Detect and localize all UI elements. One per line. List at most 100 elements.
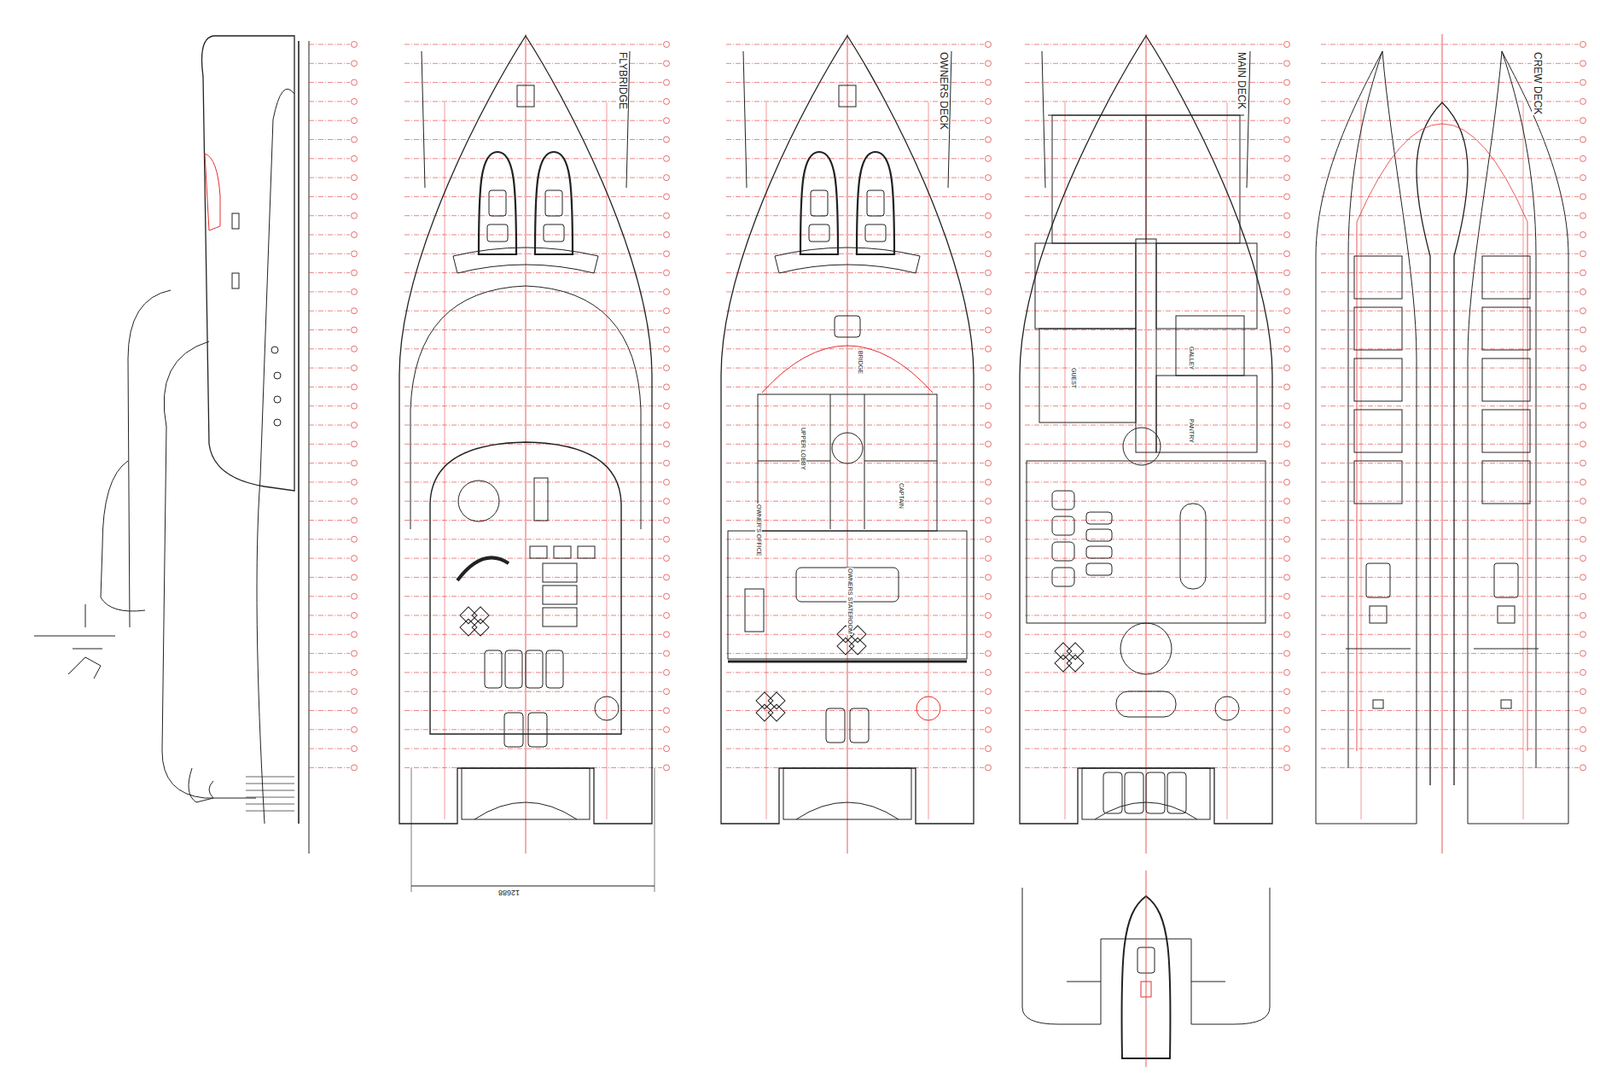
- round-table: [1120, 622, 1172, 675]
- frame-grid: [404, 41, 670, 771]
- lounge-chair: [756, 704, 774, 722]
- antenna-arm: [34, 635, 116, 637]
- sofa: [1086, 546, 1112, 559]
- frame-marker: [663, 365, 670, 372]
- frame-line: [1024, 728, 1283, 730]
- sun-lounger: [525, 650, 543, 688]
- tender-cradle: [774, 247, 920, 274]
- frame-marker: [985, 117, 992, 124]
- frame-marker: [1580, 365, 1587, 372]
- lounge-chair: [1066, 654, 1084, 672]
- bulkhead: [727, 660, 967, 664]
- frame-marker: [663, 688, 670, 695]
- frame-marker: [351, 232, 358, 239]
- frame-line: [1024, 253, 1283, 255]
- frame-line: [404, 519, 663, 521]
- tender-boat: [478, 151, 517, 255]
- frame-marker: [985, 232, 992, 239]
- frame-marker: [1284, 365, 1291, 372]
- crew-cabin: [1354, 409, 1403, 453]
- spiral-stair: [1122, 427, 1161, 466]
- frame-line: [1320, 272, 1579, 274]
- stool: [529, 546, 547, 559]
- frame-marker: [351, 41, 358, 48]
- bow-fin: [1041, 51, 1046, 188]
- lounge-chair: [756, 692, 774, 710]
- room-label: GUEST: [1070, 366, 1077, 390]
- centre-line: [525, 34, 527, 854]
- wall: [1146, 115, 1147, 244]
- frame-line: [726, 253, 984, 255]
- frame-marker: [351, 326, 358, 333]
- frame-line: [1024, 558, 1283, 559]
- frame-marker: [1284, 631, 1291, 638]
- armchair: [1052, 541, 1075, 561]
- frame-marker: [1580, 288, 1587, 295]
- frame-marker: [1580, 669, 1587, 675]
- superstructure: [162, 341, 256, 798]
- deck-title: CREW DECK: [1531, 51, 1543, 116]
- frame-marker: [1284, 688, 1291, 695]
- room-label: OWNER'S OFFICE: [755, 503, 763, 557]
- mast-base: [517, 85, 535, 107]
- bow-fin: [743, 51, 747, 188]
- frame-line: [308, 424, 350, 426]
- frame-marker: [1580, 745, 1587, 752]
- crew-cabin: [1482, 256, 1531, 299]
- sun-lounger: [505, 650, 523, 688]
- frame-line: [404, 405, 663, 407]
- stern-steps: [245, 810, 295, 812]
- frame-grid: [726, 41, 992, 771]
- frame-marker: [985, 669, 992, 675]
- profile-view: [34, 35, 309, 854]
- frame-marker: [985, 707, 992, 714]
- frame-line: [308, 348, 350, 350]
- lounge-chair: [459, 618, 478, 636]
- frame-marker: [351, 707, 358, 714]
- frame-line: [1024, 120, 1283, 122]
- window: [232, 273, 239, 289]
- frame-marker: [1580, 41, 1587, 48]
- frame-line: [726, 558, 984, 559]
- frame-marker: [663, 517, 670, 524]
- frame-line: [1024, 44, 1283, 46]
- frame-marker: [663, 498, 670, 505]
- stool: [553, 546, 571, 559]
- frame-marker: [1284, 308, 1291, 315]
- frame-line: [1320, 196, 1579, 198]
- frame-marker: [1580, 612, 1587, 619]
- frame-marker: [351, 574, 358, 581]
- main-engine: [1366, 563, 1391, 598]
- frame-line: [1320, 558, 1579, 559]
- frame-line: [1320, 634, 1579, 635]
- frame-line: [1024, 652, 1283, 654]
- lounge-chair: [471, 606, 489, 624]
- stern-platform: [1082, 768, 1211, 820]
- frame-marker: [985, 631, 992, 638]
- frame-marker: [1580, 250, 1587, 257]
- frame-marker: [1284, 98, 1291, 105]
- frame-line: [726, 615, 984, 617]
- hardtop-outline: [410, 285, 641, 530]
- wall: [757, 460, 831, 462]
- window: [232, 213, 239, 229]
- frame-marker: [985, 308, 992, 315]
- stern-steps: [245, 776, 295, 778]
- davit-arm: [1191, 981, 1226, 983]
- dimension-text: 12688: [497, 887, 521, 896]
- frame-line: [404, 290, 663, 292]
- deck-plan: [1315, 34, 1569, 854]
- frame-marker: [351, 688, 358, 695]
- frame-marker: [351, 365, 358, 372]
- sun-lounger: [484, 650, 502, 688]
- frame-marker: [663, 98, 670, 105]
- frame-line: [404, 595, 663, 597]
- frame-line: [726, 652, 984, 654]
- stern-platform: [461, 768, 590, 820]
- frame-marker: [1284, 193, 1291, 200]
- room-label: GALLEY: [1187, 345, 1195, 371]
- spiral-stair: [916, 696, 941, 721]
- frame-marker: [1580, 384, 1587, 390]
- frame-line: [308, 615, 350, 617]
